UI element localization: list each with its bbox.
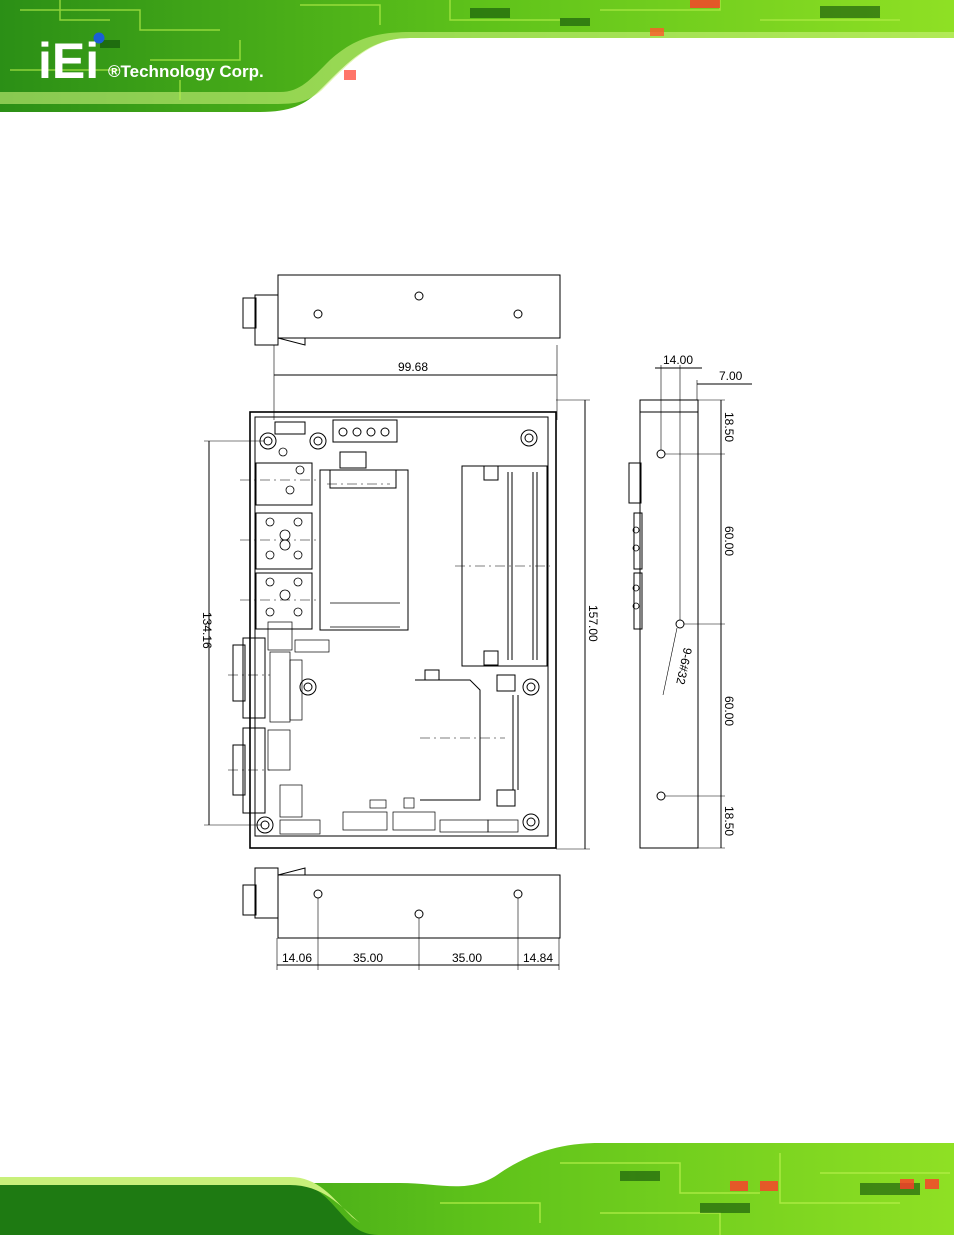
right-side-view: [628, 365, 725, 849]
dim-134-16: 134.16: [200, 612, 214, 649]
dim-top-width: 99.68: [273, 345, 558, 420]
page-footer: [0, 1123, 954, 1235]
mount-holes: [256, 429, 540, 834]
bottom-dimensions: 14.06 35.00 35.00 14.84: [277, 951, 559, 966]
page-header: iEi ®Technology Corp.: [0, 0, 954, 112]
company-name: ®Technology Corp.: [108, 62, 264, 81]
dim-14-06: 14.06: [282, 951, 312, 965]
header-banner: iEi ®Technology Corp.: [0, 0, 954, 112]
dim-60-00-a: 60.00: [722, 526, 736, 556]
dim-18-50-bottom: 18.50: [722, 806, 736, 836]
logo-dot-icon: [93, 32, 105, 44]
dim-board-height: 157.00: [556, 399, 600, 850]
dim-60-00-b: 60.00: [722, 696, 736, 726]
top-side-view: [242, 274, 561, 346]
dim-35-00-b: 35.00: [452, 951, 482, 965]
dim-14-00: 14.00: [663, 353, 693, 367]
dim-99-68: 99.68: [398, 360, 428, 374]
dim-hole-span: 134.16: [200, 440, 265, 826]
logo-iei: iEi: [38, 33, 99, 89]
dim-157-00: 157.00: [586, 605, 600, 642]
board-plan-view: [228, 411, 557, 849]
dim-18-50-top: 18.50: [722, 412, 736, 442]
dim-7-00: 7.00: [719, 369, 743, 383]
dim-35-00-a: 35.00: [353, 951, 383, 965]
bottom-side-view: [242, 867, 561, 970]
side-dimensions: 14.00 7.00 18.50 60.00 60.00 18.50 9-6#3…: [655, 353, 752, 848]
screw-callout: 9-6#32: [673, 646, 695, 686]
footer-banner: [0, 1143, 954, 1235]
dim-14-84: 14.84: [523, 951, 553, 965]
